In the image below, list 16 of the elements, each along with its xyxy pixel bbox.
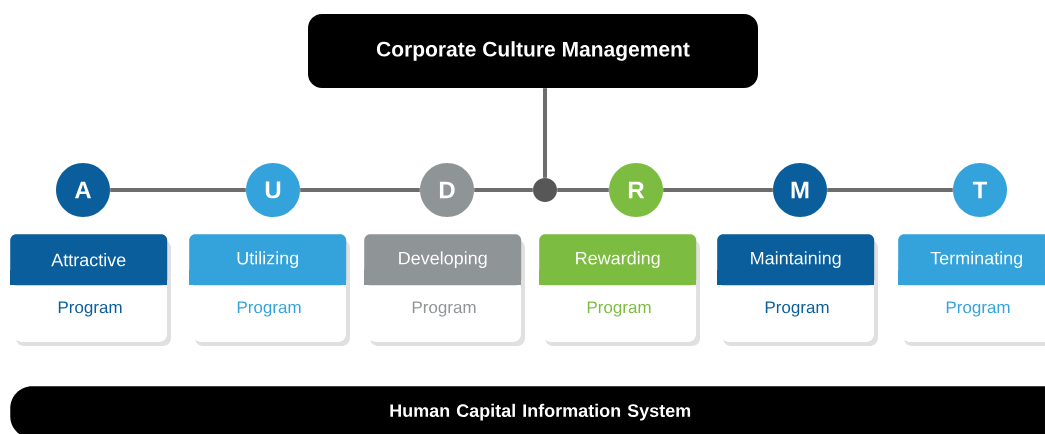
program-card: Terminating Program bbox=[898, 234, 1045, 346]
junction-dot bbox=[533, 178, 557, 202]
connector-line bbox=[827, 188, 953, 192]
connector-line bbox=[474, 188, 533, 192]
connector-line bbox=[663, 188, 773, 192]
program-card: Utilizing Program bbox=[189, 234, 350, 346]
system-bar: Human Capital Information System bbox=[10, 386, 1045, 434]
connector-line bbox=[557, 188, 609, 192]
program-card: Maintaining Program bbox=[717, 234, 878, 346]
program-card: Developing Program bbox=[364, 234, 525, 346]
program-card: Attractive Program bbox=[10, 234, 171, 346]
title-box: Corporate Culture Management bbox=[308, 14, 758, 88]
connector-line bbox=[543, 88, 547, 178]
program-card: Rewarding Program bbox=[539, 234, 700, 346]
connector-line bbox=[300, 188, 420, 192]
connector-line bbox=[110, 188, 246, 192]
